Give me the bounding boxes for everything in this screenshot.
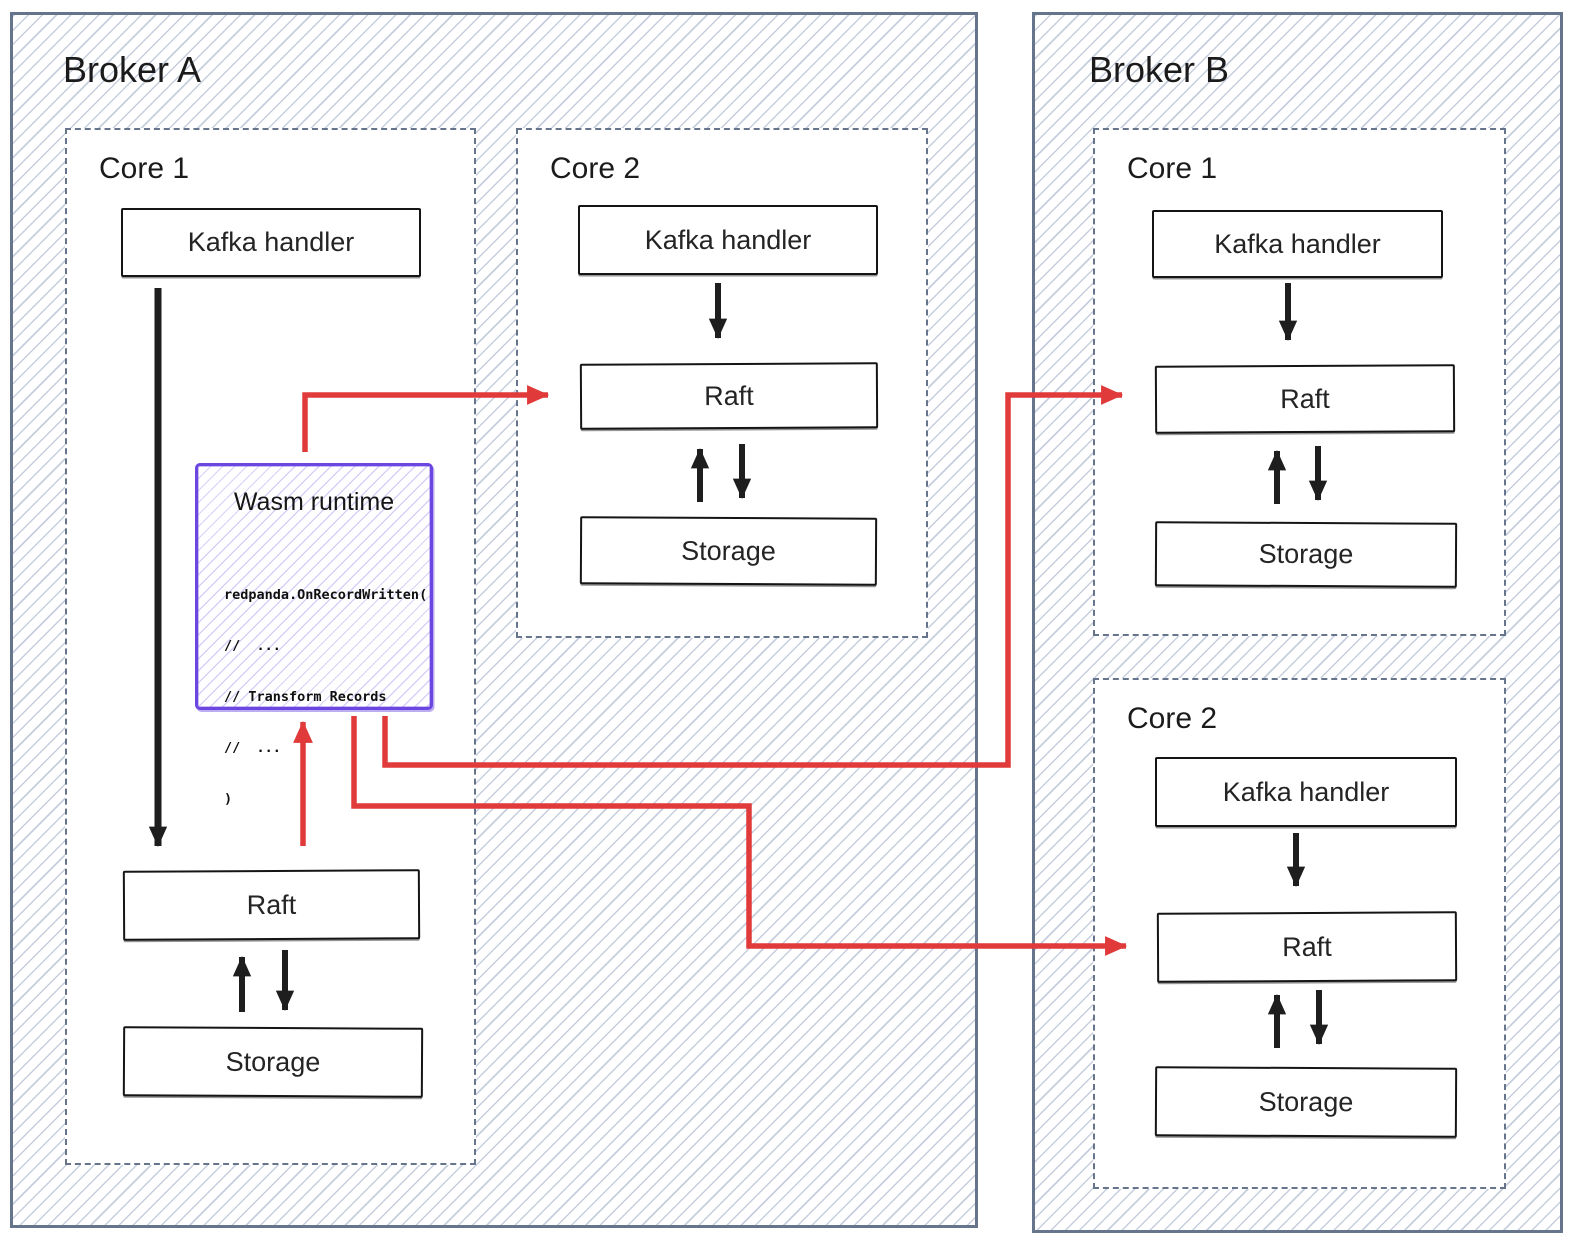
broker-b-core-2: Core 2 Kafka handler Raft Storage [1093, 678, 1506, 1189]
core-label: Core 2 [1127, 702, 1218, 735]
broker-b: Broker B Core 1 Kafka handler Raft Stora… [1032, 12, 1563, 1233]
raft-box-a1: Raft [122, 869, 421, 941]
raft-box-a2: Raft [579, 362, 879, 430]
kafka-handler-box-b1: Kafka handler [1152, 210, 1443, 278]
broker-a-title: Broker A [63, 49, 202, 90]
broker-b-title: Broker B [1089, 49, 1230, 90]
code-line: ) [224, 791, 233, 807]
code-line: // Transform Records [224, 689, 387, 705]
storage-box-a1: Storage [122, 1026, 424, 1098]
wasm-code-snippet: redpanda.OnRecordWritten( // ... // Tran… [224, 553, 430, 842]
kafka-handler-box-a2: Kafka handler [578, 205, 878, 275]
raft-box-b2: Raft [1156, 911, 1458, 983]
storage-box-b2: Storage [1154, 1066, 1458, 1138]
code-line: redpanda.OnRecordWritten( [224, 587, 428, 603]
storage-box-a2: Storage [579, 516, 878, 586]
broker-a: Broker A Core 1 Kafka handler Wasm runti… [10, 12, 978, 1228]
storage-box-b1: Storage [1154, 521, 1458, 588]
broker-a-core-2: Core 2 Kafka handler Raft Storage [516, 128, 928, 638]
core-label: Core 2 [550, 152, 641, 185]
code-line: // ... [224, 638, 281, 654]
core-label: Core 1 [1127, 152, 1218, 185]
wasm-runtime-title: Wasm runtime [233, 488, 395, 516]
broker-a-core-1: Core 1 Kafka handler Wasm runtime redpan… [65, 128, 476, 1165]
code-line: // ... [224, 740, 281, 756]
wasm-runtime-box: Wasm runtime redpanda.OnRecordWritten( /… [195, 463, 433, 807]
kafka-handler-box-a1: Kafka handler [121, 208, 421, 277]
broker-b-core-1: Core 1 Kafka handler Raft Storage [1093, 128, 1506, 636]
core-label: Core 1 [99, 152, 190, 185]
kafka-handler-box-b2: Kafka handler [1155, 757, 1457, 827]
raft-box-b1: Raft [1154, 364, 1456, 434]
